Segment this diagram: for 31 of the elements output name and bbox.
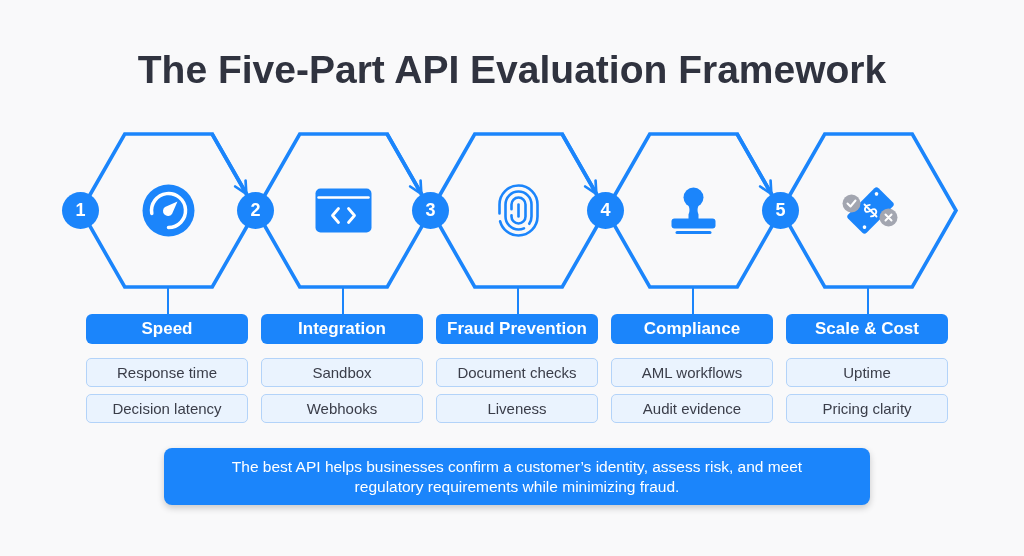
connector-line: [867, 285, 869, 315]
step-number: 5: [762, 191, 799, 229]
criterion-box: Liveness: [436, 394, 598, 423]
criterion-box: Webhooks: [261, 394, 423, 423]
category-heading: Speed: [86, 314, 248, 344]
connector-line: [167, 285, 169, 315]
criterion-box: Document checks: [436, 358, 598, 387]
summary-banner: The best API helps businesses confirm a customer’s identity, assess risk, and meet regulatory requirements while minimizing fraud.: [164, 448, 870, 505]
criterion-box: AML workflows: [611, 358, 773, 387]
category-heading: Fraud Prevention: [436, 314, 598, 344]
criterion-box: Pricing clarity: [786, 394, 948, 423]
criterion-box: Uptime: [786, 358, 948, 387]
step-number: 2: [237, 191, 274, 229]
category-heading: Integration: [261, 314, 423, 344]
connector-line: [342, 285, 344, 315]
criterion-box: Audit evidence: [611, 394, 773, 423]
arrow: [735, 132, 773, 196]
criterion-box: Response time: [86, 358, 248, 387]
arrow: [560, 132, 598, 196]
step-number: 1: [62, 191, 99, 229]
title: The Five-Part API Evaluation Framework: [137, 48, 887, 92]
step-number: 3: [412, 191, 449, 229]
category-heading: Compliance: [611, 314, 773, 344]
connector-line: [517, 285, 519, 315]
criterion-box: Decision latency: [86, 394, 248, 423]
step-number: 4: [587, 191, 624, 229]
criterion-box: Sandbox: [261, 358, 423, 387]
arrow: [385, 132, 423, 196]
arrow: [210, 132, 248, 196]
category-heading: Scale & Cost: [786, 314, 948, 344]
connector-line: [692, 285, 694, 315]
